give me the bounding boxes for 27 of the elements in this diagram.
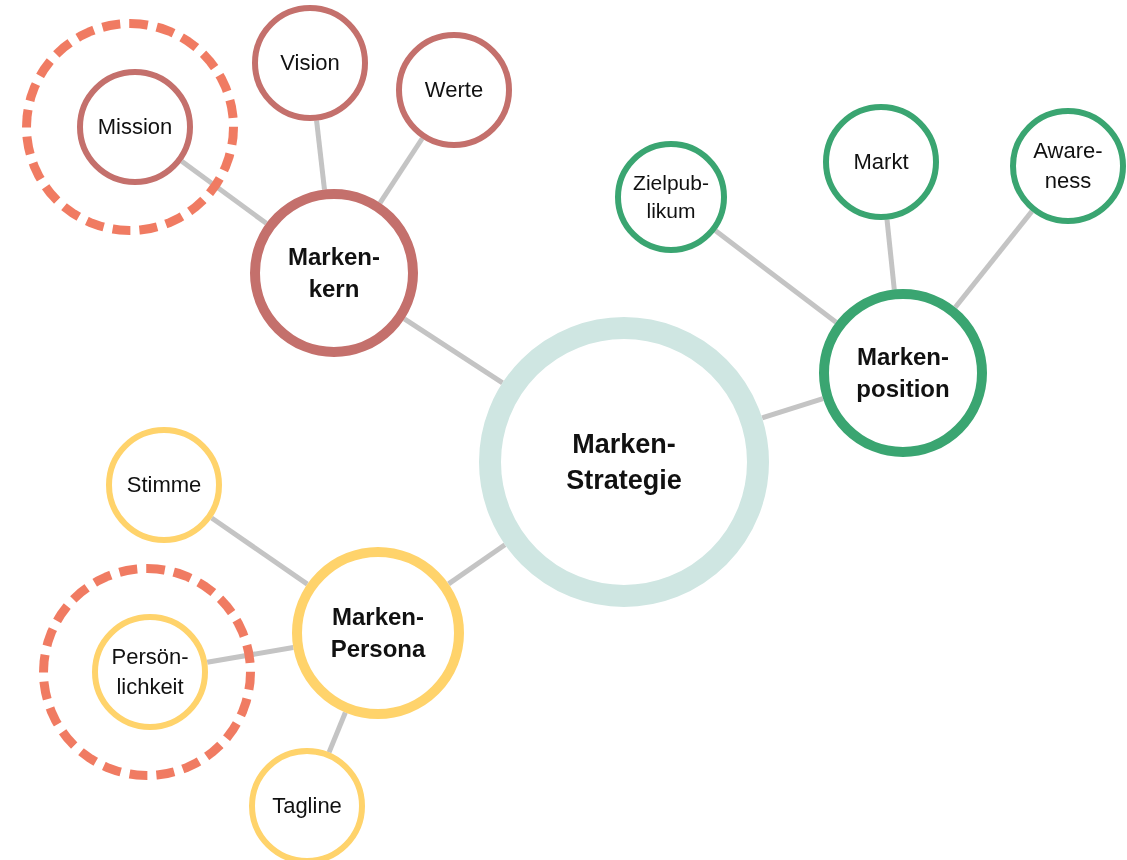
node-label: Persön- lichkeit (110, 643, 190, 701)
connector-line (206, 645, 294, 665)
dashed-circle (39, 564, 255, 780)
connector-line (326, 711, 348, 754)
node-label: Marken- kern (287, 241, 381, 304)
connector-line (761, 396, 824, 421)
node-label: Stimme (125, 471, 203, 500)
connector-line (884, 219, 897, 290)
connector-line (403, 316, 504, 385)
node-label: Marken- Strategie (565, 427, 683, 497)
node-label: Zielpub- likum (632, 169, 710, 224)
node-label: Werte (423, 76, 485, 105)
connector-line (377, 137, 425, 205)
node-label: Mission (96, 113, 174, 142)
node-label: Vision (279, 49, 341, 78)
connector-line (447, 542, 507, 586)
node-label: Tagline (271, 792, 343, 821)
node-label: Markt (852, 148, 910, 177)
connector-line (314, 120, 327, 190)
node-label: Aware- ness (1033, 137, 1103, 195)
connector-line (210, 515, 309, 587)
connector-line (953, 209, 1034, 309)
node-label: Marken- position (855, 341, 951, 404)
node-label: Marken- Persona (329, 601, 427, 664)
dashed-circle (22, 19, 238, 235)
connector-line (714, 228, 838, 325)
connector-line (180, 159, 268, 226)
